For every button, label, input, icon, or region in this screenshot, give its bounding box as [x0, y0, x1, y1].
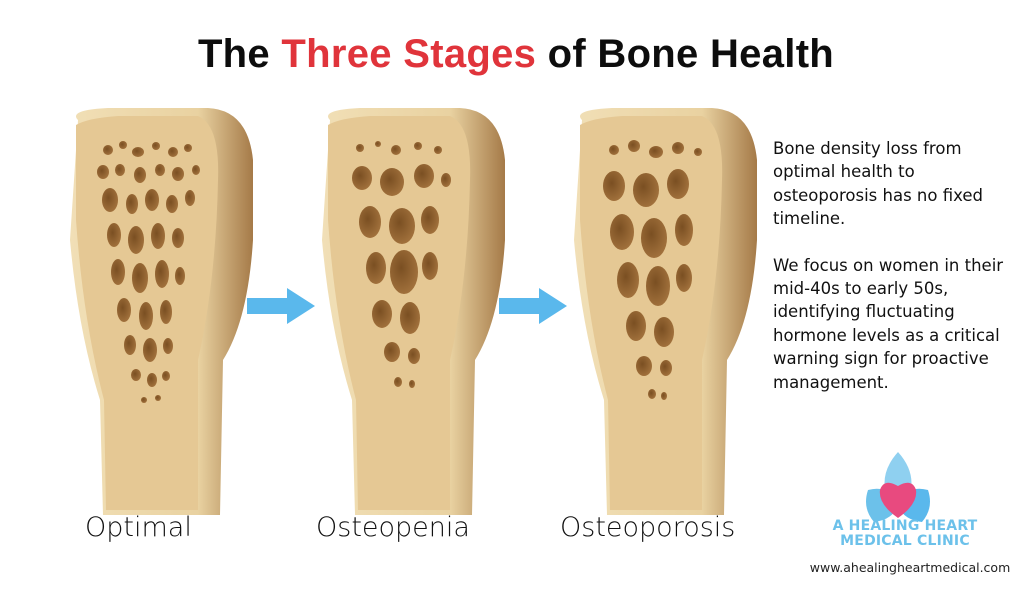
title-suffix: of Bone Health [536, 32, 835, 76]
arrow-right-icon [247, 288, 315, 324]
arrow-right-icon [499, 288, 567, 324]
description-paragraph-1: Bone density loss from optimal health to… [773, 139, 983, 229]
clinic-logo-icon [866, 452, 930, 522]
clinic-website: www.ahealingheartmedical.com [809, 560, 1011, 575]
clinic-name: A HEALING HEART MEDICAL CLINIC [805, 519, 1005, 549]
stage-label-osteopenia: Osteopenia [316, 512, 470, 543]
bone-osteoporosis-illustration [574, 108, 757, 515]
page-title: The Three Stages of Bone Health [0, 32, 1032, 77]
stage-label-osteoporosis: Osteoporosis [560, 512, 736, 543]
title-prefix: The [197, 32, 282, 76]
clinic-name-line1: A HEALING HEART [832, 518, 978, 534]
clinic-name-line2: MEDICAL CLINIC [840, 533, 970, 549]
stage-label-optimal: Optimal [85, 512, 192, 543]
bone-osteopenia-illustration [322, 108, 505, 515]
description-paragraph-2: We focus on women in their mid-40s to ea… [773, 255, 1004, 392]
bone-optimal-illustration [70, 108, 253, 515]
description-text: Bone density loss from optimal health to… [773, 137, 1023, 417]
title-highlight: Three Stages [281, 32, 537, 76]
